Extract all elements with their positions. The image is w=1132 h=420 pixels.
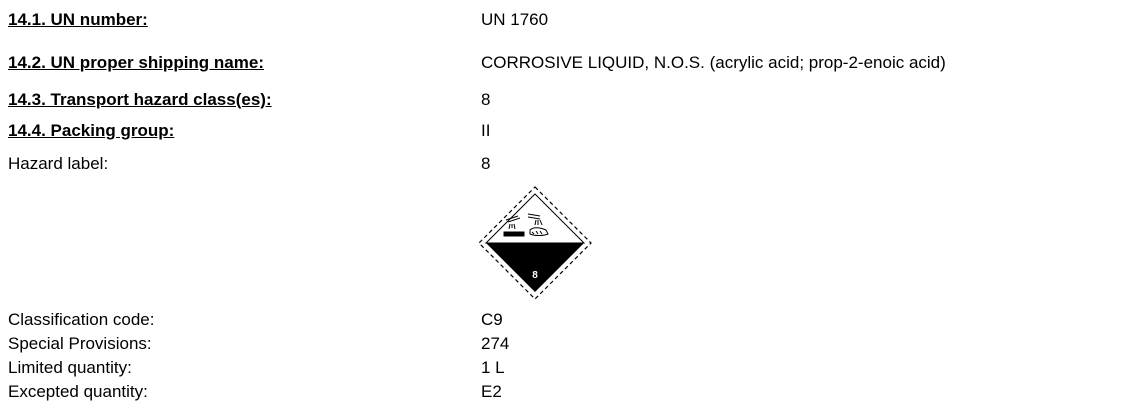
limited-quantity-value: 1 L [481, 358, 505, 377]
corrosive-pictogram [503, 213, 549, 237]
packing-group-label: 14.4. Packing group: [8, 121, 175, 140]
packing-group-value: II [481, 121, 491, 140]
proper-shipping-name-label: 14.2. UN proper shipping name: [8, 53, 264, 72]
corrosive-placard-icon: 8 [478, 186, 592, 300]
placard-class-number: 8 [532, 270, 538, 281]
excepted-quantity-label: Excepted quantity: [8, 382, 148, 401]
hazard-class-label: 14.3. Transport hazard class(es): [8, 90, 272, 109]
classification-code-label: Classification code: [8, 310, 155, 329]
hazard-class-value: 8 [481, 90, 491, 109]
hazard-label-value: 8 [481, 154, 491, 173]
limited-quantity-label: Limited quantity: [8, 358, 132, 377]
hazard-label-label: Hazard label: [8, 154, 109, 173]
special-provisions-value: 274 [481, 334, 510, 353]
un-number-label: 14.1. UN number: [8, 10, 148, 29]
excepted-quantity-value: E2 [481, 382, 502, 401]
un-number-value: UN 1760 [481, 10, 549, 29]
special-provisions-label: Special Provisions: [8, 334, 152, 353]
classification-code-value: C9 [481, 310, 503, 329]
proper-shipping-name-value: CORROSIVE LIQUID, N.O.S. (acrylic acid; … [481, 53, 946, 72]
